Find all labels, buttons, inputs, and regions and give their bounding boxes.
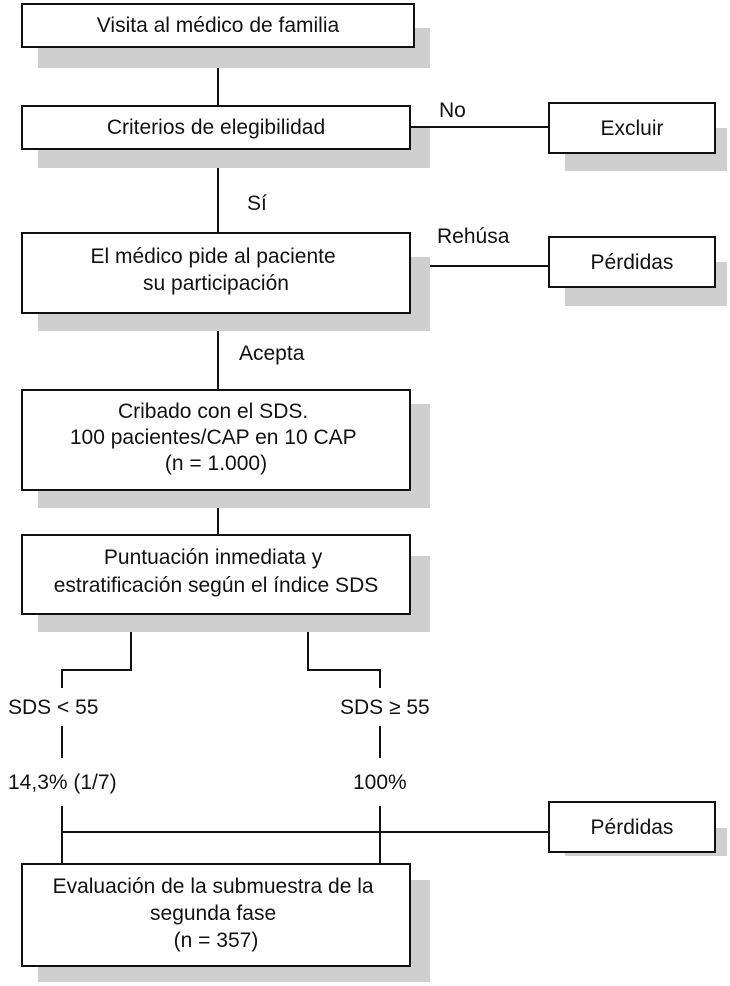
box-puntuacion-line-2: estratificación según el índice SDS	[54, 574, 379, 597]
box-perdidas-1: Pérdidas	[548, 236, 727, 306]
svg-text:Pérdidas: Pérdidas	[591, 816, 674, 839]
svg-text:El médico pide al paciente: El médico pide al paciente su participac…	[91, 245, 342, 295]
box-perdidas-2-line: Pérdidas	[591, 816, 674, 839]
label-rehusa: Rehúsa	[437, 225, 510, 248]
box-excluir: Excluir	[548, 102, 727, 171]
box-cribado-line-1: Cribado con el SDS.	[118, 400, 308, 423]
box-excluir-line: Excluir	[600, 117, 663, 140]
svg-text:Visita al médico de familia: Visita al médico de familia	[97, 14, 340, 37]
box-cribado: Cribado con el SDS. 100 pacientes/CAP en…	[21, 389, 430, 508]
box-evaluacion-line-3: (n = 357)	[174, 929, 259, 952]
box-cribado-line-2: 100 pacientes/CAP en 10 CAP	[70, 426, 356, 449]
label-no: No	[439, 99, 466, 122]
svg-text:Criterios de elegibilidad: Criterios de elegibilidad	[107, 116, 325, 139]
connector-branch-high	[307, 614, 381, 688]
label-si: Sí	[247, 192, 267, 215]
box-cribado-line-3: (n = 1.000)	[165, 452, 267, 475]
box-evaluacion-line-1: Evaluación de la submuestra de la	[53, 875, 374, 898]
label-pct-low: 14,3% (1/7)	[8, 771, 117, 794]
box-criterios-line: Criterios de elegibilidad	[107, 116, 325, 139]
svg-text:Puntuación inmediata y e: Puntuación inmediata y estratificación s…	[54, 546, 379, 597]
box-visita-line: Visita al médico de familia	[97, 14, 340, 37]
label-sds-high: SDS ≥ 55	[340, 696, 430, 719]
box-pide-line-1: El médico pide al paciente	[91, 245, 336, 268]
box-evaluacion-line-2: segunda fase	[150, 902, 276, 925]
box-evaluacion: Evaluación de la submuestra de la segund…	[21, 863, 430, 982]
box-visita: Visita al médico de familia	[21, 3, 430, 68]
svg-text:Excluir: Excluir	[600, 117, 663, 140]
box-pide-line-2: su participación	[143, 272, 289, 295]
box-perdidas-2: Pérdidas	[548, 801, 727, 856]
label-sds-low: SDS < 55	[8, 696, 98, 719]
svg-text:Cribado con el SDS. 100: Cribado con el SDS. 100 pacientes/CAP en…	[70, 400, 362, 475]
connector-branch-low	[61, 614, 132, 688]
svg-text:Evaluación de la submuestra de: Evaluación de la submuestra de la segund…	[53, 875, 380, 952]
label-pct-high: 100%	[353, 771, 407, 794]
label-acepta: Acepta	[239, 342, 305, 365]
box-pide: El médico pide al paciente su participac…	[21, 232, 430, 331]
box-criterios: Criterios de elegibilidad	[21, 105, 430, 168]
box-perdidas-1-line: Pérdidas	[591, 251, 674, 274]
box-puntuacion: Puntuación inmediata y estratificación s…	[21, 534, 430, 632]
svg-text:Pérdidas: Pérdidas	[591, 251, 674, 274]
box-puntuacion-line-1: Puntuación inmediata y	[104, 546, 323, 569]
